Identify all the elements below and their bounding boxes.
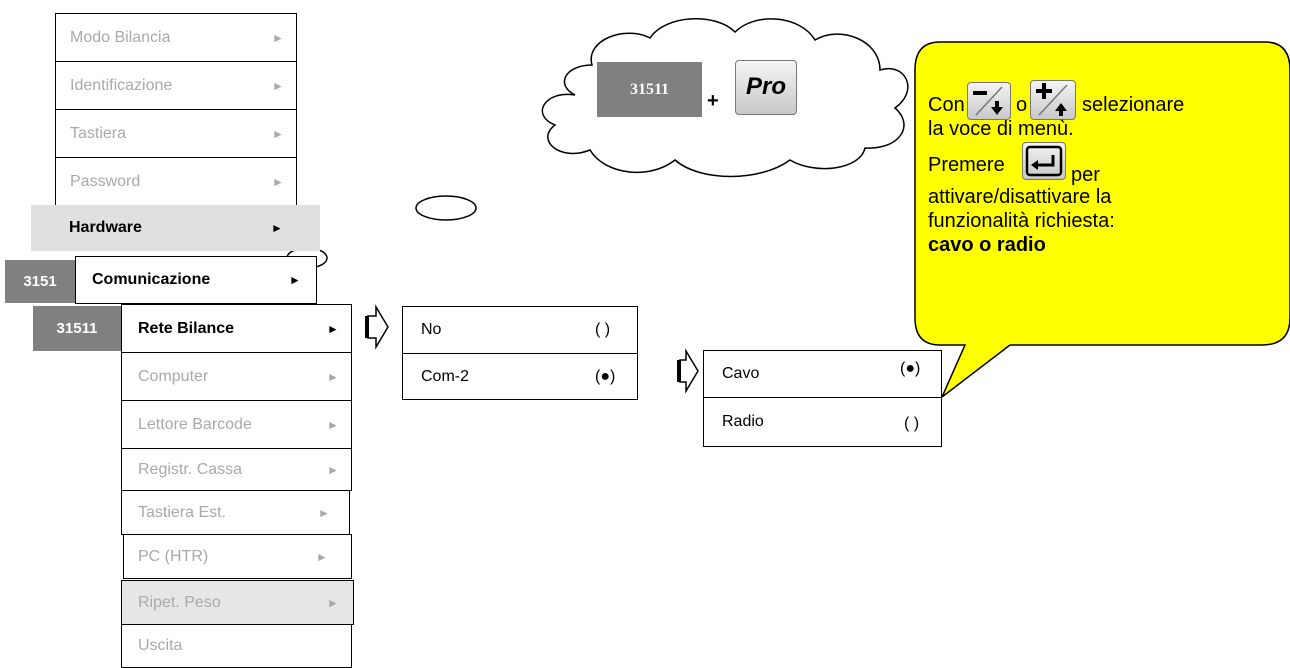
callout-text-premere: Premere xyxy=(928,154,1005,176)
menu-item-label: Comunicazione xyxy=(92,271,211,288)
menu-item-hardware[interactable]: Hardware ► xyxy=(31,205,320,251)
menu-item-rete-bilance[interactable]: Rete Bilance ► xyxy=(121,304,352,353)
radio-indicator: (●) xyxy=(900,360,921,378)
callout-shape xyxy=(914,41,1290,398)
submenu-arrow-icon: ► xyxy=(272,174,284,189)
submenu-arrow-icon: ► xyxy=(272,126,284,141)
radio-indicator: (●) xyxy=(595,367,616,385)
callout-text-per: per xyxy=(1071,164,1100,186)
menu-item-uscita[interactable]: Uscita xyxy=(121,624,352,668)
minus-down-key-icon[interactable] xyxy=(967,82,1011,120)
option-label: Com-2 xyxy=(421,367,470,385)
menu-item-modo-bilancia[interactable]: Modo Bilancia ► xyxy=(55,13,297,62)
menu-item-label: Rete Bilance xyxy=(138,319,235,337)
menu-item-label: Ripet. Peso xyxy=(138,593,221,611)
callout-text-cavo-radio: cavo o radio xyxy=(928,234,1046,256)
menu-item-lettore-barcode[interactable]: Lettore Barcode ► xyxy=(121,400,352,449)
menu-item-label: Hardware xyxy=(69,219,142,236)
menu-item-identificazione[interactable]: Identificazione ► xyxy=(55,61,297,110)
option-label: No xyxy=(421,321,442,338)
menu-code-badge: 3151 xyxy=(5,260,75,303)
menu-code-badge: 31511 xyxy=(33,306,121,351)
menu-item-tastiera[interactable]: Tastiera ► xyxy=(55,109,297,158)
callout-text-funzionalita: funzionalità richiesta: xyxy=(928,210,1115,232)
submenu-arrow-icon: ► xyxy=(327,369,339,384)
menu-item-label: Computer xyxy=(138,367,209,385)
option-no[interactable]: No ( ) xyxy=(402,306,638,354)
pro-key-icon[interactable]: Pro xyxy=(735,60,797,115)
submenu-arrow-icon: ► xyxy=(327,321,339,336)
menu-item-comunicazione[interactable]: Comunicazione ► xyxy=(75,256,317,304)
menu-item-label: Tastiera Est. xyxy=(138,503,227,521)
submenu-arrow-icon: ► xyxy=(327,462,339,477)
radio-indicator: ( ) xyxy=(904,415,920,433)
option-com2[interactable]: Com-2 (●) xyxy=(402,353,638,400)
plus-sign: + xyxy=(707,90,719,112)
callout-text-con: Con xyxy=(928,94,965,116)
menu-item-label: Lettore Barcode xyxy=(138,415,252,433)
submenu-arrow-icon: ► xyxy=(327,417,339,432)
submenu-arrow-icon: ► xyxy=(271,221,283,235)
submenu-arrow-icon: ► xyxy=(316,549,328,564)
submenu-arrow-icon: ► xyxy=(272,78,284,93)
menu-item-ripet-peso[interactable]: Ripet. Peso ► xyxy=(121,580,354,625)
option-cavo[interactable]: Cavo (●) xyxy=(703,350,942,398)
callout-text-attivare: attivare/disattivare la xyxy=(928,186,1112,208)
callout-text-o: o xyxy=(1016,94,1028,116)
menu-item-tastiera-est[interactable]: Tastiera Est. ► xyxy=(121,490,350,535)
thought-cloud xyxy=(541,17,909,178)
thought-bubble-large xyxy=(415,195,477,221)
cloud-code-badge: 31511 xyxy=(597,62,702,117)
pro-key-label: Pro xyxy=(745,73,786,100)
callout-text-voce: la voce di menù. xyxy=(928,118,1074,140)
plus-up-key-icon[interactable] xyxy=(1030,80,1076,120)
menu-item-label: Password xyxy=(70,172,141,190)
submenu-arrow-icon: ► xyxy=(289,273,301,287)
option-label: Cavo xyxy=(722,365,760,382)
option-label: Radio xyxy=(722,413,764,430)
option-radio[interactable]: Radio ( ) xyxy=(703,397,942,447)
radio-indicator: ( ) xyxy=(595,321,611,338)
enter-key-icon[interactable] xyxy=(1022,142,1066,180)
menu-item-computer[interactable]: Computer ► xyxy=(121,352,352,401)
submenu-arrow-icon: ► xyxy=(272,30,284,45)
menu-item-label: Uscita xyxy=(138,637,183,654)
callout-text-selezionare: selezionare xyxy=(1082,94,1185,116)
menu-item-pc-htr[interactable]: PC (HTR) ► xyxy=(123,534,352,579)
menu-item-registr-cassa[interactable]: Registr. Cassa ► xyxy=(121,448,352,491)
menu-item-label: PC (HTR) xyxy=(138,547,209,565)
submenu-arrow-icon: ► xyxy=(327,595,339,610)
menu-item-label: Modo Bilancia xyxy=(70,28,171,46)
menu-item-label: Tastiera xyxy=(70,124,127,142)
submenu-arrow-icon: ► xyxy=(318,505,330,520)
menu-item-password[interactable]: Password ► xyxy=(55,157,297,206)
menu-item-label: Registr. Cassa xyxy=(138,460,243,478)
menu-item-label: Identificazione xyxy=(70,76,173,94)
